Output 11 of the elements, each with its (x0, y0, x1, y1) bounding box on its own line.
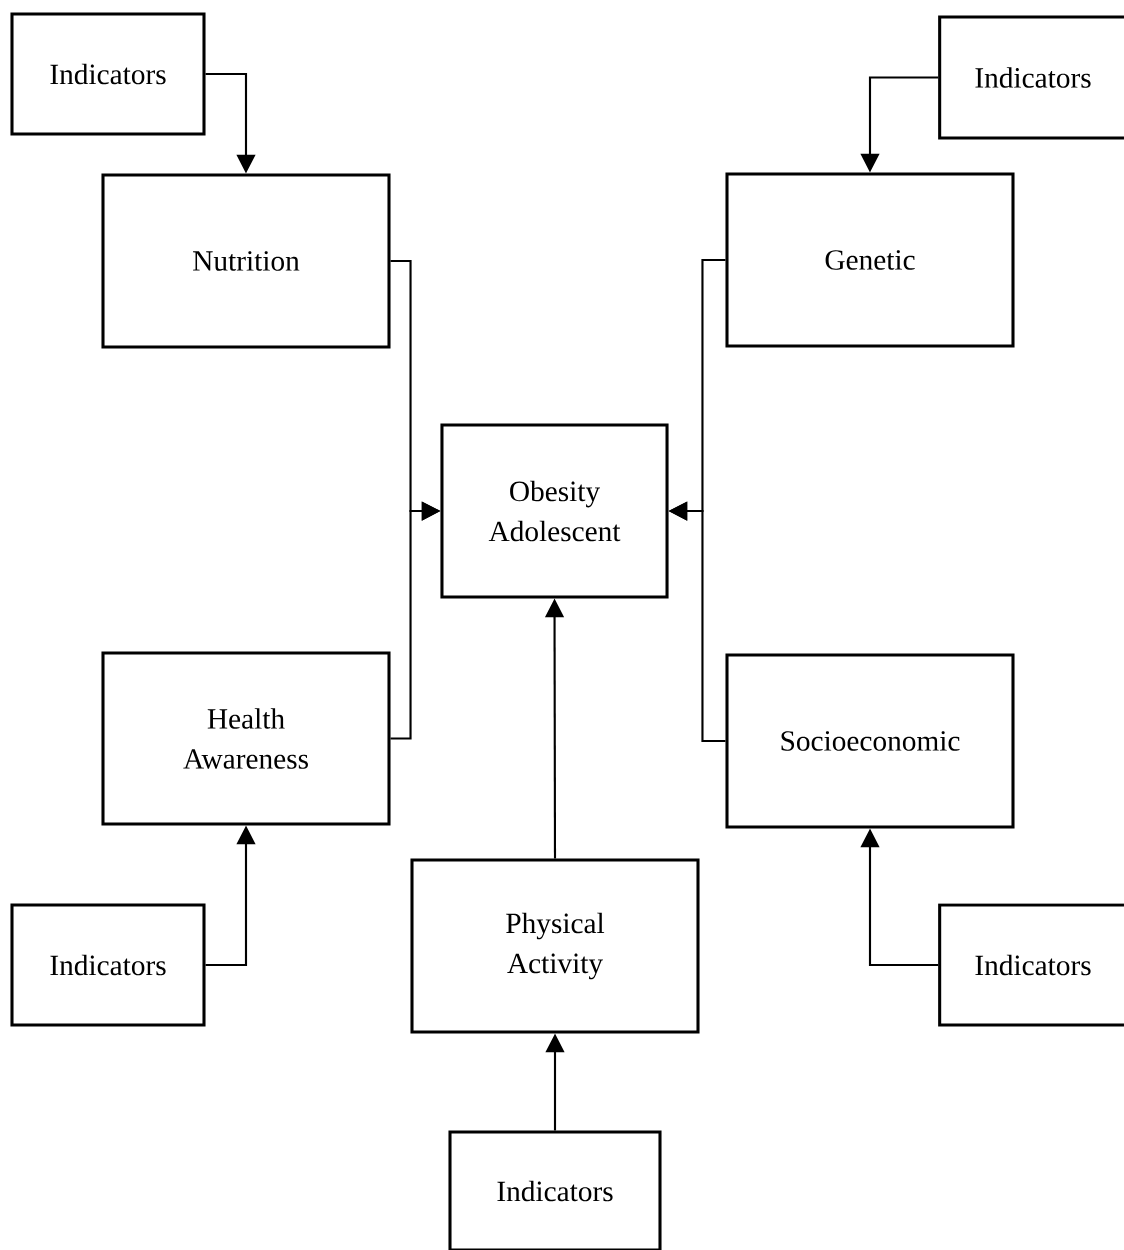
factor-box: Nutrition (101, 173, 391, 349)
factor-box: Indicators (10, 12, 206, 136)
factor-box: Indicators (10, 903, 206, 1027)
factor-box: Indicators (938, 15, 1124, 140)
factor-box: Obesity Adolescent (440, 423, 669, 599)
factor-box: Health Awareness (101, 651, 391, 826)
factor-box: Indicators (938, 903, 1124, 1027)
factor-box: Genetic (725, 172, 1015, 348)
factor-box: Physical Activity (410, 858, 700, 1034)
factor-box: Indicators (448, 1130, 662, 1250)
factor-box: Socioeconomic (725, 653, 1015, 829)
